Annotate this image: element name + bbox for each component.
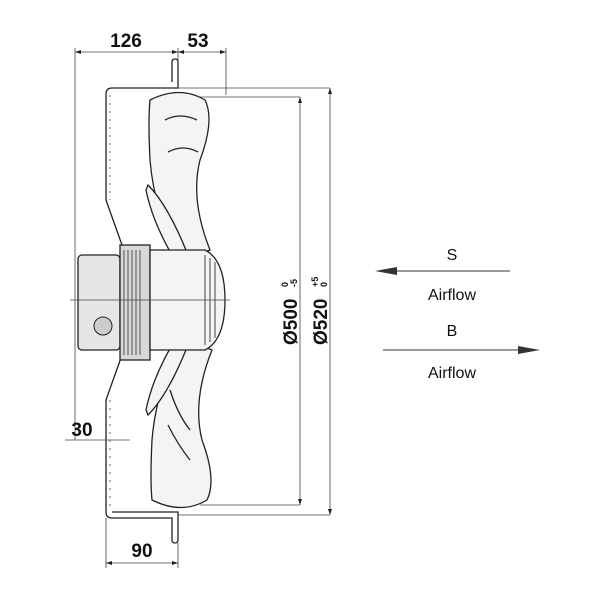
dimension-53: 53: [187, 31, 208, 52]
diameter-520: Ø520: [311, 299, 332, 345]
airflow-s-text: Airflow: [428, 287, 476, 304]
fan-blades: [145, 91, 213, 509]
top-dimension-lines: [74, 48, 227, 440]
diameter-500-tol-upper: 0: [280, 282, 290, 287]
dimension-126: 126: [110, 31, 142, 52]
diameter-520-tol-upper: +5: [310, 277, 320, 287]
bottom-dimension-lines: [105, 518, 179, 568]
airflow-s-label: S: [447, 247, 458, 264]
dimension-30: 30: [71, 420, 92, 441]
motor-hub: [70, 244, 230, 361]
diameter-500-tol-lower: -5: [289, 279, 299, 287]
diameter-520-tol-lower: 0: [319, 282, 329, 287]
airflow-b-text: Airflow: [428, 365, 476, 382]
diameter-500: Ø500: [281, 299, 302, 345]
fan-frame: [105, 58, 330, 544]
dimension-90: 90: [131, 541, 152, 562]
airflow-b-arrow: [383, 346, 540, 354]
diameter-lines: [298, 88, 332, 515]
airflow-s-arrow: [375, 267, 510, 275]
airflow-b-label: B: [447, 323, 458, 340]
